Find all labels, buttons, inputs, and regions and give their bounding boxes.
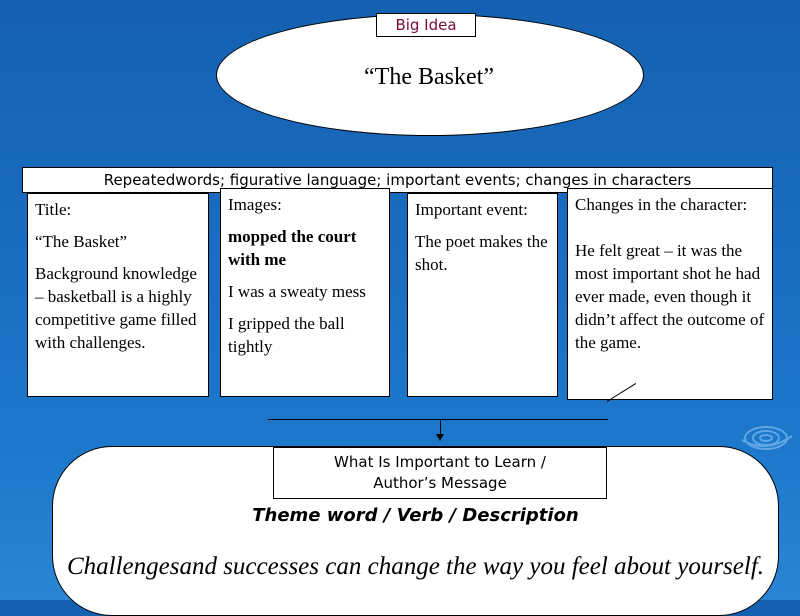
images-heading: Images:: [228, 195, 282, 214]
changes-box: Changes in the character: He felt great …: [567, 188, 773, 400]
event-box: Important event: The poet makes the shot…: [407, 193, 558, 397]
image-line-2: I was a sweaty mess: [228, 282, 366, 301]
theme-heading: Theme word / Verb / Description: [252, 505, 579, 526]
author-message: Challengesand successes can change the w…: [66, 553, 765, 580]
event-heading: Important event:: [415, 200, 528, 219]
important-label: What Is Important to Learn / Author’s Me…: [273, 447, 607, 499]
event-text: The poet makes the shot.: [415, 232, 548, 274]
elements-banner: Repeatedwords; figurative language; impo…: [22, 167, 773, 193]
changes-text: He felt great – it was the most importan…: [575, 241, 765, 352]
image-line-1: mopped the court with me: [228, 227, 357, 269]
image-line-3: I gripped the ball tightly: [228, 314, 345, 356]
ripple-icon: [741, 426, 793, 450]
connector-horizontal: [268, 419, 608, 420]
background-knowledge: Background knowledge – basketball is a h…: [35, 264, 197, 352]
big-idea-text: “The Basket”: [364, 64, 494, 90]
title-heading: Title:: [35, 200, 72, 219]
images-box: Images: mopped the court with me I was a…: [220, 188, 390, 397]
important-label-line-1: What Is Important to Learn /: [334, 453, 546, 471]
arrow-down-icon: [436, 434, 444, 441]
big-idea-label: Big Idea: [376, 13, 476, 37]
title-value: “The Basket”: [35, 232, 128, 251]
important-label-line-2: Author’s Message: [373, 474, 507, 492]
changes-heading: Changes in the character:: [575, 195, 748, 214]
connector-vertical: [440, 419, 441, 435]
title-box: Title: “The Basket” Background knowledge…: [27, 193, 209, 397]
